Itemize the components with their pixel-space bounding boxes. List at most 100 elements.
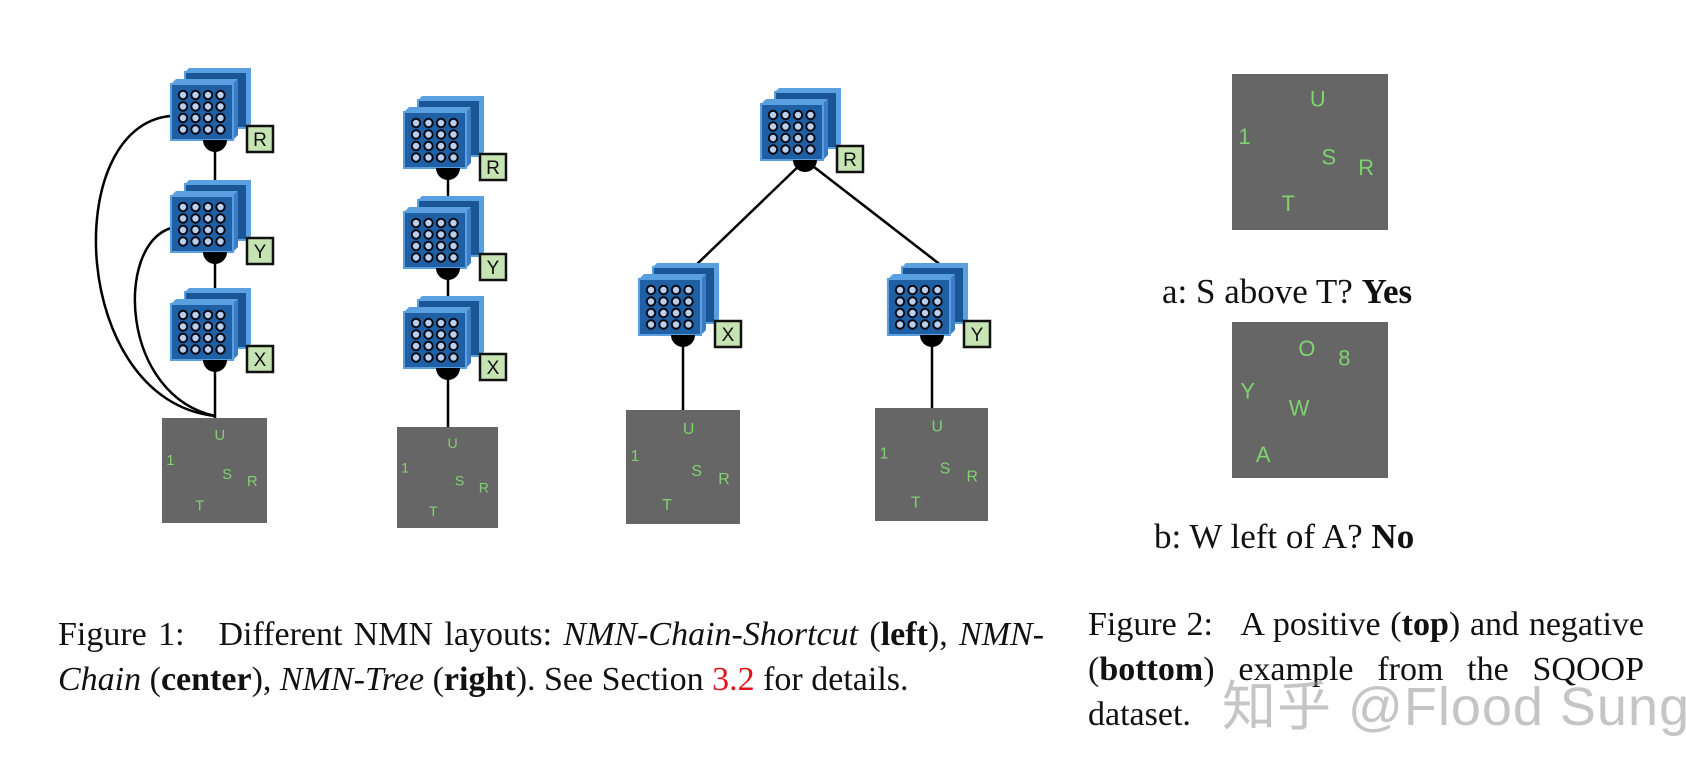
scene-background	[162, 418, 267, 523]
neuron-dot	[190, 89, 201, 101]
tree-edge-left	[694, 159, 806, 267]
figure2-caption: Figure 2: A positive (top) and negative …	[1088, 606, 1644, 733]
scene-background	[397, 427, 498, 528]
neuron-dot	[805, 144, 816, 155]
answer-a: Yes	[1361, 272, 1413, 311]
module-connector	[436, 268, 460, 280]
scene-glyph-1: 1	[880, 446, 889, 463]
scene-glyph-r: R	[1358, 155, 1374, 180]
neuron-dot	[435, 352, 447, 363]
scene-glyph-u: U	[683, 421, 695, 438]
scene-glyph-t: T	[195, 498, 204, 514]
neuron-dot	[670, 307, 682, 319]
figure2-text3: example from the SQOOP dataset.	[1088, 651, 1644, 733]
neuron-dot	[448, 229, 459, 240]
neuron-dot	[894, 307, 906, 319]
neuron-dot	[423, 140, 434, 152]
neuron-dot	[177, 124, 189, 135]
module-y: Y	[887, 263, 992, 349]
neuron-dot	[683, 296, 694, 307]
figure1-text: Different NMN layouts:	[218, 616, 553, 653]
module-label-box	[245, 344, 275, 374]
neuron-dot	[435, 229, 447, 240]
neuron-dot	[190, 332, 201, 344]
module-connector	[436, 368, 460, 380]
module-x: X	[170, 288, 275, 374]
neuron-dot	[805, 109, 816, 121]
scene-glyph-1: 1	[631, 448, 640, 465]
neuron-dot	[448, 329, 459, 340]
neuron-dot	[190, 309, 201, 321]
neuron-dot	[177, 213, 189, 224]
module-label-box	[478, 352, 508, 382]
module-x: X	[638, 263, 743, 349]
module-top-edge	[639, 274, 706, 279]
module-connector	[793, 160, 817, 172]
neuron-dot	[177, 321, 189, 332]
neuron-dot	[435, 117, 447, 129]
neuron-dot	[932, 319, 943, 330]
module-side-edge	[950, 274, 955, 335]
neuron-dot	[202, 332, 214, 344]
watermark-handle: @Flood Sung	[1348, 677, 1686, 737]
neuron-dot	[435, 129, 447, 140]
neuron-dot	[645, 319, 657, 330]
module-connector	[203, 360, 227, 372]
neuron-dot	[410, 217, 422, 229]
neuron-dot	[658, 319, 669, 330]
scene-glyph-w: W	[1289, 395, 1310, 420]
neuron-dot	[435, 317, 447, 329]
scene-glyph-r: R	[966, 468, 977, 485]
layout-name-tree: NMN-Tree	[279, 661, 425, 698]
neuron-dot	[805, 132, 816, 144]
neuron-dot	[215, 101, 226, 112]
neuron-dot	[780, 132, 791, 144]
neuron-dot	[202, 89, 214, 101]
module-top-edge	[171, 79, 238, 84]
watermark-cjk: 知乎	[1222, 675, 1332, 738]
neuron-dot	[645, 284, 657, 296]
neuron-dot	[919, 284, 931, 296]
neuron-dot	[907, 319, 918, 330]
scene-glyph-u: U	[447, 435, 457, 451]
scene-glyph-y: Y	[1240, 378, 1255, 403]
neuron-dot	[435, 240, 447, 252]
module-connector	[436, 168, 460, 180]
neuron-dot	[805, 121, 816, 132]
layout-name-chain: NMN-Chain	[58, 616, 1045, 698]
example-b-question: b: W left of A? No	[1154, 517, 1414, 557]
neuron-dot	[658, 296, 669, 307]
neuron-dot	[177, 101, 189, 112]
neuron-dot	[894, 319, 906, 330]
module-label: X	[254, 350, 267, 371]
neuron-dot	[190, 101, 201, 112]
neuron-dot	[202, 236, 214, 247]
module-side-edge	[233, 191, 238, 252]
neuron-dot	[215, 89, 226, 101]
neuron-dot	[202, 124, 214, 135]
neuron-dot	[919, 307, 931, 319]
neuron-dot	[423, 317, 434, 329]
section-link[interactable]: 3.2	[712, 661, 755, 698]
module-top-edge	[171, 299, 238, 304]
neuron-dot	[215, 201, 226, 213]
scene-glyph-r: R	[479, 480, 489, 496]
module-side-edge	[466, 307, 471, 368]
figure2-text2: and negative	[1469, 606, 1644, 643]
neuron-dot	[448, 240, 459, 252]
neuron-dot	[435, 340, 447, 352]
neuron-dot	[215, 332, 226, 344]
neuron-dot	[435, 152, 447, 163]
module-label: Y	[254, 242, 267, 263]
neuron-dot	[448, 252, 459, 263]
neuron-dot	[907, 284, 918, 296]
neuron-dot	[767, 109, 779, 121]
neuron-dot	[190, 236, 201, 247]
module-label: Y	[971, 325, 984, 346]
neuron-dot	[215, 236, 226, 247]
scene-glyph-o: O	[1298, 336, 1315, 361]
neuron-dot	[215, 344, 226, 355]
